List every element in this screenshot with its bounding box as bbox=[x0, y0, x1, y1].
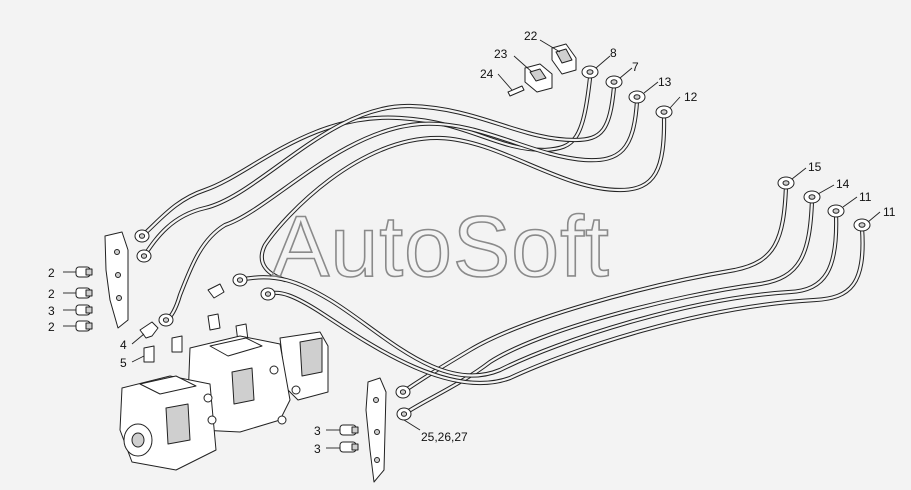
nut-low-2 bbox=[396, 407, 412, 421]
callout-13: 13 bbox=[658, 75, 672, 89]
nut-8 bbox=[581, 65, 599, 79]
callout-11-a: 11 bbox=[859, 190, 872, 204]
callout-12: 12 bbox=[684, 90, 698, 104]
callout-23: 23 bbox=[494, 47, 508, 61]
nut-12 bbox=[655, 105, 673, 119]
callout-14: 14 bbox=[836, 177, 850, 191]
callout-2-a: 2 bbox=[48, 266, 55, 280]
callout-2-c: 2 bbox=[48, 320, 55, 334]
fitting-2c bbox=[75, 320, 93, 332]
fitting-2a bbox=[75, 266, 93, 278]
fitting-3b bbox=[339, 424, 359, 436]
nut-7 bbox=[605, 75, 623, 89]
callout-3-a: 3 bbox=[48, 304, 55, 318]
nut-mid-3 bbox=[260, 287, 276, 301]
callout-8: 8 bbox=[610, 46, 617, 60]
nut-15 bbox=[777, 176, 795, 190]
callout-4: 4 bbox=[120, 338, 127, 352]
nut-left-1 bbox=[134, 229, 150, 243]
nut-mid-1 bbox=[158, 313, 174, 327]
callout-3-c: 3 bbox=[314, 442, 321, 456]
fitting-3a bbox=[75, 304, 93, 316]
nut-13 bbox=[628, 90, 646, 104]
leader-lines bbox=[63, 39, 881, 449]
fitting-2b bbox=[75, 287, 93, 299]
callout-7: 7 bbox=[632, 60, 639, 74]
pipe-group-lower bbox=[237, 183, 865, 417]
fittings-pump bbox=[139, 283, 249, 363]
pipe-nuts bbox=[134, 65, 871, 421]
nut-11a bbox=[827, 204, 845, 218]
fittings-left bbox=[75, 266, 93, 332]
callout-11-b: 11 bbox=[883, 205, 896, 219]
bracket-right bbox=[365, 377, 387, 483]
callout-labels: 22 23 24 8 7 13 12 15 14 11 11 2 2 3 2 4… bbox=[48, 29, 896, 456]
fitting-3c bbox=[339, 441, 359, 453]
fittings-lower bbox=[339, 424, 359, 453]
nut-left-2 bbox=[136, 249, 152, 263]
callout-5: 5 bbox=[120, 356, 127, 370]
nut-low-1 bbox=[395, 385, 411, 399]
nut-11b bbox=[853, 218, 871, 232]
callout-3-b: 3 bbox=[314, 424, 321, 438]
callout-15: 15 bbox=[808, 160, 822, 174]
callout-22: 22 bbox=[524, 29, 538, 43]
callout-24: 24 bbox=[480, 67, 494, 81]
bracket-left bbox=[104, 231, 129, 329]
watermark-text: AutoSoft bbox=[272, 199, 610, 295]
callout-25-26-27: 25,26,27 bbox=[421, 430, 468, 444]
callout-2-b: 2 bbox=[48, 287, 55, 301]
clamp-assembly bbox=[507, 43, 577, 97]
nut-mid-2 bbox=[232, 273, 248, 287]
nut-14 bbox=[803, 190, 821, 204]
pipe-group-upper bbox=[139, 75, 667, 323]
pump-assembly bbox=[119, 331, 329, 471]
